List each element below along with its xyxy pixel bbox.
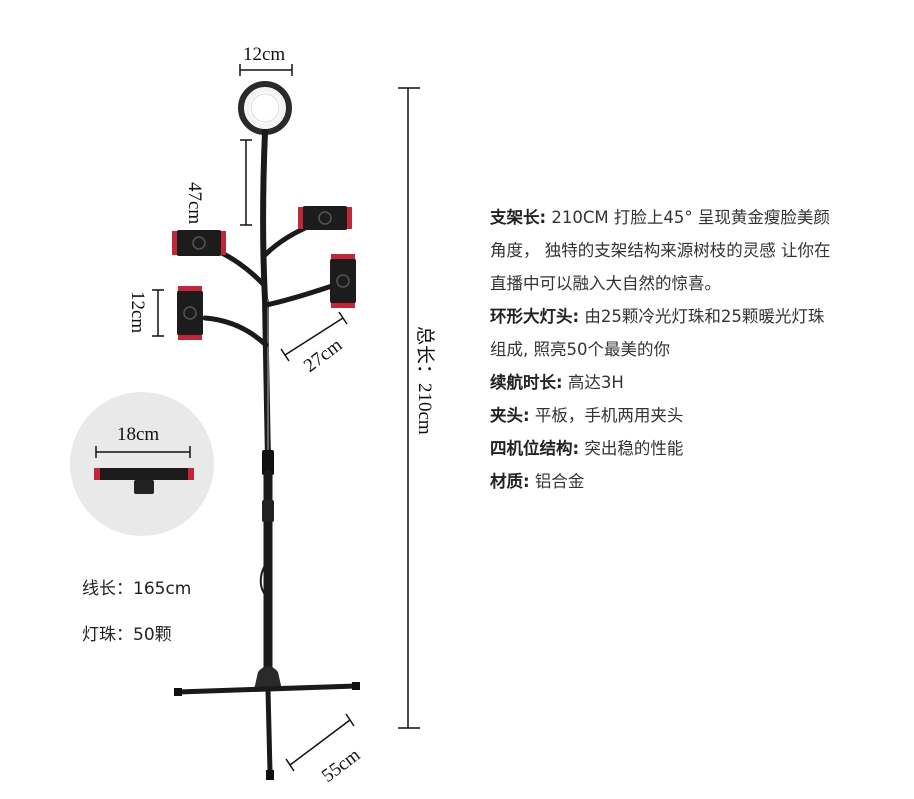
ring-light [238, 81, 292, 135]
spec-text: 210CM 打脸上45° 呈现黄金瘦脸美颜 [546, 208, 830, 227]
spec-row: 续航时长: 高达3H [490, 366, 910, 399]
spec-label: 续航时长: [490, 373, 563, 392]
spec-row: 组成, 照亮50个最美的你 [490, 333, 910, 366]
spec-row: 支架长: 210CM 打脸上45° 呈现黄金瘦脸美颜 [490, 201, 910, 234]
cable-length-label: 线长：165cm [82, 579, 192, 599]
spec-row: 角度， 独特的支架结构来源树枝的灵感 让你在 [490, 234, 910, 267]
clamp-left [177, 286, 203, 340]
spec-row: 四机位结构: 突出稳的性能 [490, 432, 910, 465]
neck-length-label: 47cm [184, 182, 205, 225]
spec-text: 铝合金 [529, 472, 585, 491]
spec-text: 高达3H [562, 373, 624, 392]
spec-text: 平板，手机两用夹头 [529, 406, 684, 425]
dimension-lines [152, 64, 420, 772]
spec-row: 材质: 铝合金 [490, 465, 910, 498]
spec-text: 直播中可以融入大自然的惊喜。 [490, 274, 721, 293]
spec-row: 环形大灯头: 由25颗冷光灯珠和25颗暖光灯珠 [490, 300, 910, 333]
tripod-base [174, 666, 360, 780]
main-pole [259, 129, 274, 675]
spec-text: 组成, 照亮50个最美的你 [490, 340, 670, 359]
spec-text: 角度， 独特的支架结构来源树枝的灵感 让你在 [490, 241, 831, 260]
clamp-top-right [298, 206, 352, 230]
spec-label: 支架长: [490, 208, 547, 227]
spec-text: 突出稳的性能 [579, 439, 684, 458]
spec-row: 夹头: 平板，手机两用夹头 [490, 399, 910, 432]
spec-text: 由25颗冷光灯珠和25颗暖光灯珠 [579, 307, 825, 326]
spec-label: 材质: [490, 472, 530, 491]
clamp-height-label: 12cm [127, 291, 148, 334]
total-length-label: 总长：210cm [414, 326, 435, 435]
clamp-width-label: 18cm [117, 424, 160, 445]
spec-label: 环形大灯头: [490, 307, 580, 326]
spec-label: 夹头: [490, 406, 530, 425]
spec-list: 支架长: 210CM 打脸上45° 呈现黄金瘦脸美颜 角度， 独特的支架结构来源… [490, 201, 910, 498]
clamp-top-left [172, 230, 226, 256]
clamp-detail-inset [70, 392, 214, 536]
spec-label: 四机位结构: [490, 439, 580, 458]
led-beads-label: 灯珠：50颗 [82, 625, 172, 645]
clamp-mid-right [330, 254, 356, 308]
spec-row: 直播中可以融入大自然的惊喜。 [490, 267, 910, 300]
ring-width-label: 12cm [243, 44, 286, 65]
